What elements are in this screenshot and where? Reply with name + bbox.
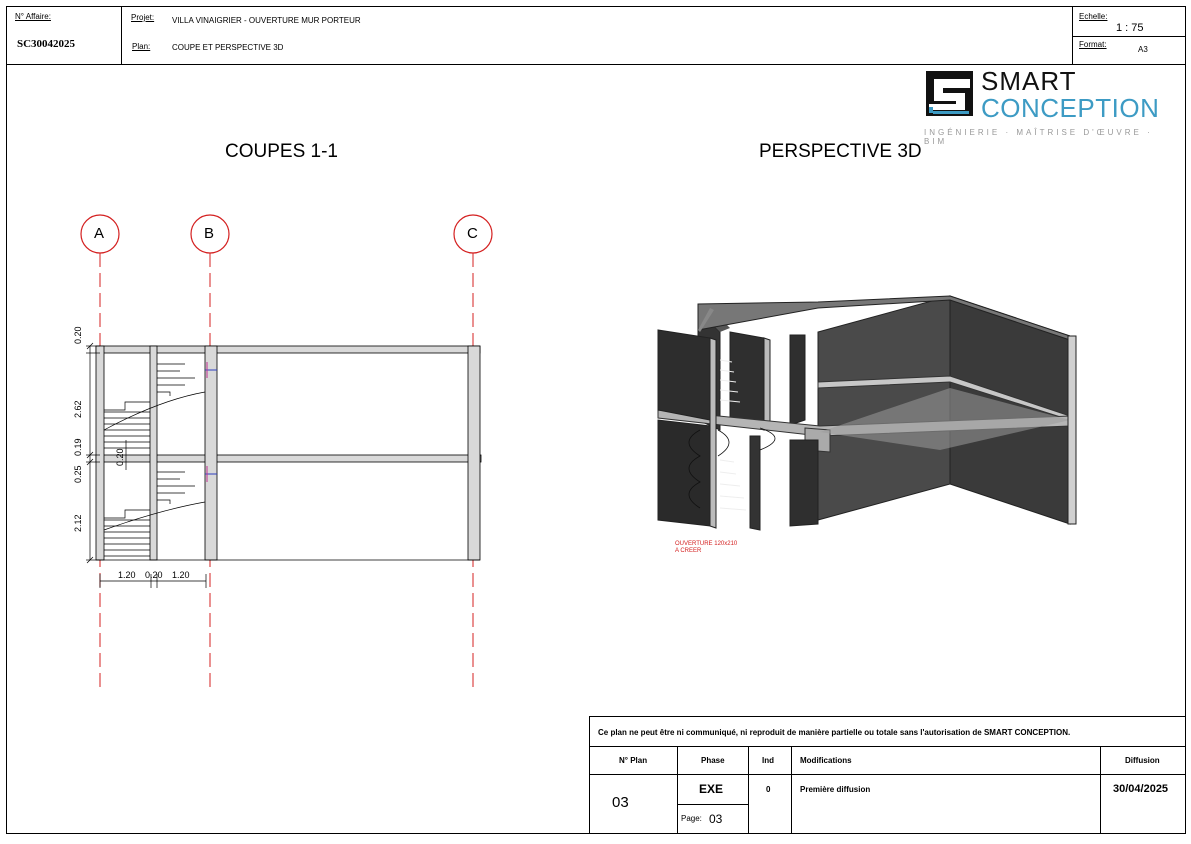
- projet-value: VILLA VINAIGRIER - OUVERTURE MUR PORTEUR: [172, 16, 361, 25]
- plan-label: Plan:: [132, 42, 151, 51]
- dim-v-3: 0.19: [73, 438, 83, 456]
- opening-annotation-1: OUVERTURE 120x210: [675, 541, 738, 547]
- logo-tagline: INGÉNIERIE · MAÎTRISE D'ŒUVRE · BIM: [924, 128, 1153, 146]
- perspective-drawing: [657, 295, 1077, 531]
- axis-label-c: C: [467, 225, 478, 242]
- opening-annotation-2: A CREER: [675, 548, 702, 554]
- dim-v-2: 2.62: [73, 400, 83, 418]
- echelle-label: Echelle:: [1079, 12, 1108, 21]
- col-phase-header: Phase: [701, 756, 725, 765]
- plan-value: COUPE ET PERSPECTIVE 3D: [172, 43, 284, 52]
- logo-line2: CONCEPTION: [981, 93, 1160, 123]
- dim-v-4: 0.25: [73, 465, 83, 483]
- perspective-title: PERSPECTIVE 3D: [759, 141, 922, 162]
- stairs-lower: [103, 471, 206, 557]
- col-plan-header: N° Plan: [619, 756, 648, 765]
- modification-value: Première diffusion: [800, 785, 871, 794]
- perspective-stairs: [719, 359, 747, 511]
- section-title: COUPES 1-1: [225, 141, 338, 162]
- projet-label: Projet:: [131, 13, 155, 22]
- dim-v-6: 2.12: [73, 514, 83, 532]
- dim-v-5: 0.20: [115, 448, 125, 466]
- format-value: A3: [1138, 45, 1148, 54]
- affaire-value: SC30042025: [17, 38, 76, 50]
- format-label: Format:: [1079, 40, 1107, 49]
- dim-h-3: 1.20: [172, 570, 190, 580]
- col-ind-header: Ind: [762, 756, 774, 765]
- diffusion-date: 30/04/2025: [1113, 783, 1169, 795]
- page-value: 03: [709, 812, 723, 826]
- section-drawing: [80, 214, 493, 690]
- col-modifications-header: Modifications: [800, 756, 852, 765]
- header-sep-2: [1072, 6, 1073, 64]
- stairs-upper: [103, 363, 206, 449]
- affaire-label: N° Affaire:: [15, 12, 51, 21]
- axis-label-a: A: [94, 225, 105, 242]
- logo-line1: SMART: [981, 66, 1077, 96]
- ind-value: 0: [766, 785, 771, 794]
- header-divider: [6, 64, 1186, 65]
- wall-b: [204, 345, 218, 561]
- page-label: Page:: [681, 814, 702, 823]
- axis-bubble-b: [190, 214, 230, 254]
- col-diffusion-header: Diffusion: [1125, 756, 1160, 765]
- axis-bubble-a: [80, 214, 120, 254]
- logo-mark: [926, 71, 973, 116]
- company-logo: SMART CONCEPTION INGÉNIERIE · MAÎTRISE D…: [924, 66, 1174, 146]
- echelle-value: 1 : 75: [1116, 22, 1144, 34]
- wall-c: [467, 345, 481, 561]
- plan-number: 03: [612, 794, 629, 811]
- dim-v-1: 0.20: [73, 326, 83, 344]
- axis-label-b: B: [204, 225, 215, 242]
- dim-h-1: 1.20: [118, 570, 136, 580]
- wall-mid: [149, 345, 158, 561]
- dim-h-2: 0.20: [145, 570, 163, 580]
- header-sep-3: [1072, 36, 1186, 37]
- wall-a: [95, 345, 105, 561]
- header-sep-1: [121, 6, 122, 64]
- title-block: [589, 716, 1186, 834]
- axis-bubble-c: [453, 214, 493, 254]
- notice-text: Ce plan ne peut être ni communiqué, ni r…: [598, 728, 1071, 737]
- phase-value: EXE: [699, 782, 724, 796]
